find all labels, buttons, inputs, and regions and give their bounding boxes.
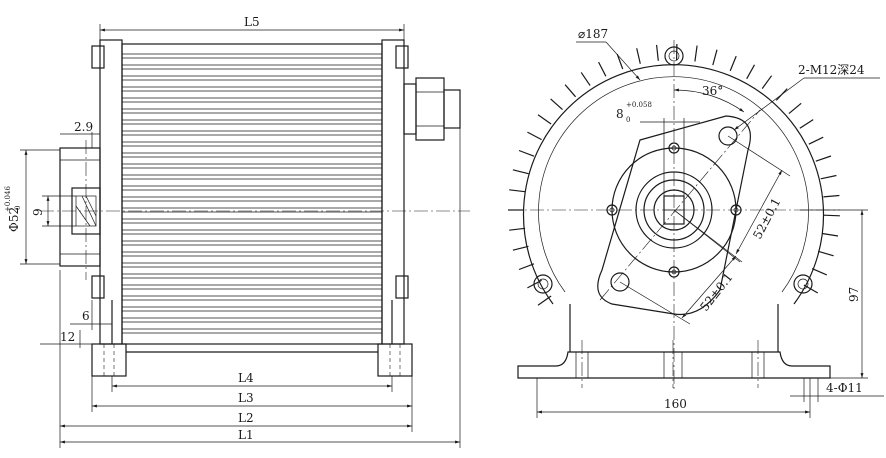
radial-fin bbox=[822, 232, 839, 237]
radial-fin bbox=[815, 155, 832, 162]
base-support bbox=[517, 304, 831, 388]
dim-L1-label: L1 bbox=[238, 428, 254, 442]
dim-97: 97 bbox=[800, 209, 868, 379]
dim-2-9-label: 2.9 bbox=[74, 120, 93, 134]
dim-6-label: 6 bbox=[82, 309, 90, 323]
radial-fin bbox=[564, 84, 577, 98]
dim-L4-label: L4 bbox=[238, 371, 254, 385]
radial-fin bbox=[799, 119, 814, 129]
tapped-hole-upper bbox=[718, 126, 738, 146]
mounting-feet bbox=[91, 300, 413, 377]
callout-holes-label: 4-Φ11 bbox=[826, 381, 863, 395]
front-end-plate bbox=[91, 39, 123, 345]
dim-L1: L1 bbox=[59, 128, 461, 448]
radial-fin bbox=[580, 72, 591, 86]
radial-fin bbox=[512, 245, 529, 251]
dim-52-lower: 52±0.1 bbox=[619, 209, 741, 325]
dim-52-lower-label: 52±0.1 bbox=[697, 270, 735, 314]
radial-fin bbox=[512, 169, 529, 175]
dim-36deg: 36° bbox=[673, 84, 745, 113]
radial-fin bbox=[823, 194, 840, 198]
dim-9: 9 bbox=[31, 195, 76, 227]
tapped-hole-lower bbox=[610, 272, 630, 292]
dim-L4: L4 bbox=[111, 371, 393, 392]
dim-L5-label: L5 bbox=[244, 15, 260, 29]
dim-phi52-tol-upper: +0.046 bbox=[4, 186, 12, 212]
dim-keyway-8-tol-upper: +0.058 bbox=[626, 101, 652, 109]
radial-fin bbox=[636, 48, 641, 64]
radial-fins bbox=[508, 43, 840, 306]
front-view: ⌀187 36° 2-M12深24 8 +0.058 0 52±0.1 bbox=[508, 27, 884, 418]
radial-fin bbox=[509, 227, 526, 231]
dim-dia187: ⌀187 bbox=[576, 27, 641, 81]
radial-fin bbox=[729, 55, 737, 72]
dim-keyway-8-label: 8 bbox=[616, 107, 624, 121]
radial-fin bbox=[761, 75, 773, 89]
dim-97-label: 97 bbox=[847, 287, 861, 302]
radial-fin bbox=[527, 131, 542, 141]
dim-L5: L5 bbox=[99, 15, 405, 40]
dim-12-label: 12 bbox=[60, 330, 75, 344]
dim-dia187-label: ⌀187 bbox=[578, 27, 608, 41]
dim-9-label: 9 bbox=[31, 208, 45, 216]
radial-fin bbox=[656, 44, 659, 61]
dim-phi52: Φ52 +0.046 0 bbox=[4, 149, 60, 265]
dim-L2: L2 bbox=[59, 270, 413, 432]
callout-mount-holes: 4-Φ11 bbox=[790, 378, 884, 402]
dim-L2-label: L2 bbox=[238, 411, 254, 425]
radial-fin bbox=[518, 149, 535, 157]
motor-body bbox=[121, 43, 383, 345]
callout-tapped-label: 2-M12深24 bbox=[798, 63, 865, 77]
radial-fin bbox=[811, 268, 828, 276]
dim-2-9: 2.9 bbox=[60, 120, 100, 148]
housing-bolts bbox=[533, 46, 813, 294]
housing-outline bbox=[522, 64, 825, 305]
radial-fin bbox=[823, 214, 840, 217]
dim-phi52-tol-lower: 0 bbox=[14, 206, 22, 210]
dim-160-label: 160 bbox=[664, 397, 687, 411]
dim-phi52-label: Φ52 bbox=[7, 207, 21, 232]
dim-L3: L3 bbox=[91, 376, 413, 412]
radial-fin bbox=[537, 295, 552, 306]
cable-gland bbox=[403, 77, 461, 141]
dim-36deg-label: 36° bbox=[702, 84, 723, 98]
radial-fin bbox=[788, 102, 802, 115]
radial-fin bbox=[550, 98, 563, 111]
cooling-fins bbox=[122, 53, 382, 334]
radial-fin bbox=[509, 189, 526, 193]
dim-160: 160 bbox=[536, 378, 811, 418]
dim-keyway-8: 8 +0.058 0 bbox=[616, 101, 700, 196]
callout-tapped-holes: 2-M12深24 bbox=[733, 63, 880, 131]
radial-fin bbox=[694, 45, 698, 62]
radial-fin bbox=[820, 174, 837, 180]
radial-fin bbox=[712, 49, 718, 66]
radial-fin bbox=[746, 64, 756, 80]
dim-L3-label: L3 bbox=[238, 391, 254, 405]
radial-fin bbox=[808, 136, 824, 145]
dim-keyway-8-tol-lower: 0 bbox=[626, 116, 630, 124]
radial-fin bbox=[537, 114, 552, 125]
radial-fin bbox=[598, 61, 607, 77]
dim-12: 12 bbox=[40, 330, 110, 348]
side-view: L5 2.9 Φ52 +0.046 0 9 6 bbox=[4, 15, 470, 448]
dim-6: 6 bbox=[70, 300, 112, 330]
shaft-flange bbox=[59, 147, 101, 267]
radial-fin bbox=[818, 250, 834, 257]
radial-fin bbox=[616, 53, 624, 70]
